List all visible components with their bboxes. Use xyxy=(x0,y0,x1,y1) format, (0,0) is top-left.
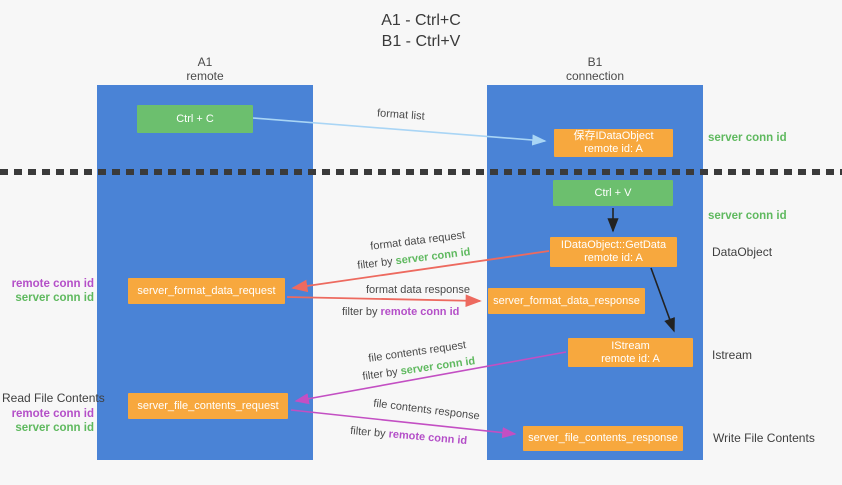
idataobject-getdata-line1: IDataObject::GetData xyxy=(560,239,667,251)
left-label-remote-conn-id-2: remote conn id xyxy=(11,408,94,420)
server-format-data-response-label: server_format_data_response xyxy=(493,294,640,307)
arrow-label-format-list: format list xyxy=(376,107,426,123)
save-idataobject-line2: remote id: A xyxy=(584,143,643,155)
left-column-header: A1 remote xyxy=(97,55,313,83)
right-column-header: B1 connection xyxy=(487,55,703,83)
ctrl-v-label: Ctrl + V xyxy=(594,186,632,199)
filter-by-prefix: filter by xyxy=(356,255,397,272)
istream-line2: remote id: A xyxy=(601,352,660,365)
server-file-contents-request-box: server_file_contents_request xyxy=(128,393,288,419)
server-file-contents-request-label: server_file_contents_request xyxy=(137,399,279,412)
server-format-data-response-box: server_format_data_response xyxy=(488,288,645,314)
arrow-label-filter-by-remote-1: filter by remote conn id xyxy=(342,306,459,318)
server-format-data-request-label: server_format_data_request xyxy=(137,284,276,297)
left-label-read-file-contents: Read File Contents xyxy=(2,391,105,405)
left-column-name: A1 xyxy=(197,55,213,69)
arrow-format-data-response xyxy=(286,294,482,308)
filter-by-server-conn-id: server conn id xyxy=(394,246,472,268)
diagram-title: A1 - Ctrl+C B1 - Ctrl+V xyxy=(0,10,842,52)
left-column-role: remote xyxy=(186,69,224,83)
idataobject-getdata-box: IDataObject::GetData remote id: A xyxy=(550,237,677,267)
left-label-server-conn-id-2: server conn id xyxy=(15,422,94,434)
title-line-1: A1 - Ctrl+C xyxy=(381,12,461,29)
server-format-data-request-box: server_format_data_request xyxy=(128,278,285,304)
dotted-divider-line xyxy=(0,169,842,175)
arrow-label-file-contents-response: file contents response xyxy=(372,397,481,423)
ctrl-v-box: Ctrl + V xyxy=(553,180,673,206)
arrow-label-filter-by-remote-2: filter by remote conn id xyxy=(350,425,468,447)
right-label-server-conn-id-1: server conn id xyxy=(708,132,787,144)
istream-line1: IStream xyxy=(611,339,650,352)
save-idataobject-box: 保存IDataObject remote id: A xyxy=(554,129,673,157)
filter-by-prefix: filter by xyxy=(349,424,390,441)
right-label-istream: Istream xyxy=(712,348,753,362)
istream-box: IStream remote id: A xyxy=(568,338,693,367)
left-label-remote-conn-id-1: remote conn id xyxy=(11,278,94,290)
left-label-server-conn-id-1: server conn id xyxy=(15,292,94,304)
filter-by-prefix: filter by xyxy=(342,306,381,318)
idataobject-getdata-line2: remote id: A xyxy=(584,252,643,264)
title-line-2: B1 - Ctrl+V xyxy=(381,33,461,50)
right-label-dataobject: DataObject xyxy=(712,245,773,259)
server-file-contents-response-box: server_file_contents_response xyxy=(523,426,683,451)
filter-by-remote-conn-id: remote conn id xyxy=(388,428,468,448)
server-file-contents-response-label: server_file_contents_response xyxy=(528,432,678,444)
save-idataobject-line1: 保存IDataObject xyxy=(573,130,654,142)
right-label-server-conn-id-2: server conn id xyxy=(708,210,787,222)
right-label-write-file-contents: Write File Contents xyxy=(713,431,815,445)
filter-by-prefix: filter by xyxy=(361,365,402,383)
ctrl-c-box: Ctrl + C xyxy=(137,105,253,133)
right-column-role: connection xyxy=(565,69,625,83)
filter-by-remote-conn-id: remote conn id xyxy=(380,306,460,318)
arrow-label-format-data-response: format data response xyxy=(366,284,470,296)
ctrl-c-label: Ctrl + C xyxy=(176,112,214,125)
right-column-name: B1 xyxy=(587,55,603,69)
